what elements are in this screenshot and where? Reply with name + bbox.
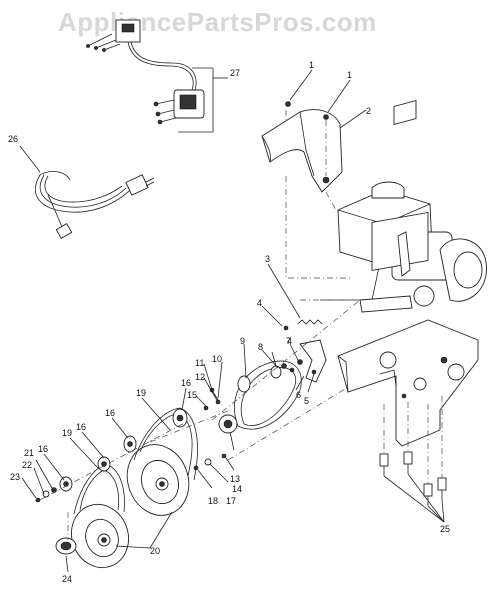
callout-21: 21 [24, 448, 34, 458]
callout-4a: 4 [257, 298, 262, 308]
callout-25: 25 [440, 524, 450, 534]
leader-lines [19, 69, 445, 573]
central-drive-parts [193, 319, 327, 471]
pulley-belt-cluster [35, 407, 198, 569]
power-cord [35, 170, 155, 239]
callout-9: 9 [240, 336, 245, 346]
frame-side-plate [320, 295, 479, 447]
belt-cover-shroud [261, 101, 343, 193]
callout-11: 11 [195, 358, 204, 368]
callout-8: 8 [258, 342, 263, 352]
callout-22: 22 [22, 460, 32, 470]
callout-12: 12 [195, 372, 205, 382]
assembly-center-lines [39, 110, 443, 540]
callout-13: 13 [230, 474, 240, 484]
callout-23: 23 [10, 472, 20, 482]
callout-7: 7 [286, 336, 291, 346]
callout-20: 20 [150, 546, 160, 556]
callout-26: 26 [8, 134, 18, 144]
watermark: AppliancePartsPros.com [58, 7, 377, 37]
frame-bolts [379, 451, 447, 506]
callout-3: 3 [265, 254, 270, 264]
callout-16c: 16 [76, 422, 86, 432]
starter-cable [127, 41, 194, 91]
callout-4b: 4 [287, 336, 292, 346]
callout-16b: 16 [105, 408, 115, 418]
callout-10: 10 [212, 354, 222, 364]
callout-1a: 1 [309, 60, 314, 70]
callout-2: 2 [366, 106, 371, 116]
callout-16a: 16 [181, 378, 191, 388]
callout-27: 27 [230, 68, 240, 78]
screw-1b [323, 114, 329, 120]
callout-14: 14 [232, 484, 242, 494]
callout-18: 18 [208, 496, 218, 506]
callout-1b: 1 [347, 70, 352, 80]
electric-starter-group [86, 19, 228, 133]
engine-assembly [337, 99, 487, 307]
callout-16d: 16 [38, 444, 48, 454]
callout-17: 17 [226, 496, 236, 506]
screw-1a [285, 101, 291, 107]
callout-labels: 1 1 2 3 4 4 5 6 7 8 9 10 11 12 13 14 15 … [8, 60, 450, 584]
callout-19b: 19 [62, 428, 72, 438]
callout-19a: 19 [136, 388, 146, 398]
starter-bracket-line [178, 68, 214, 133]
callout-15: 15 [187, 390, 197, 400]
callout-24: 24 [62, 574, 72, 584]
callout-5: 5 [304, 396, 309, 406]
callout-6: 6 [296, 390, 301, 400]
